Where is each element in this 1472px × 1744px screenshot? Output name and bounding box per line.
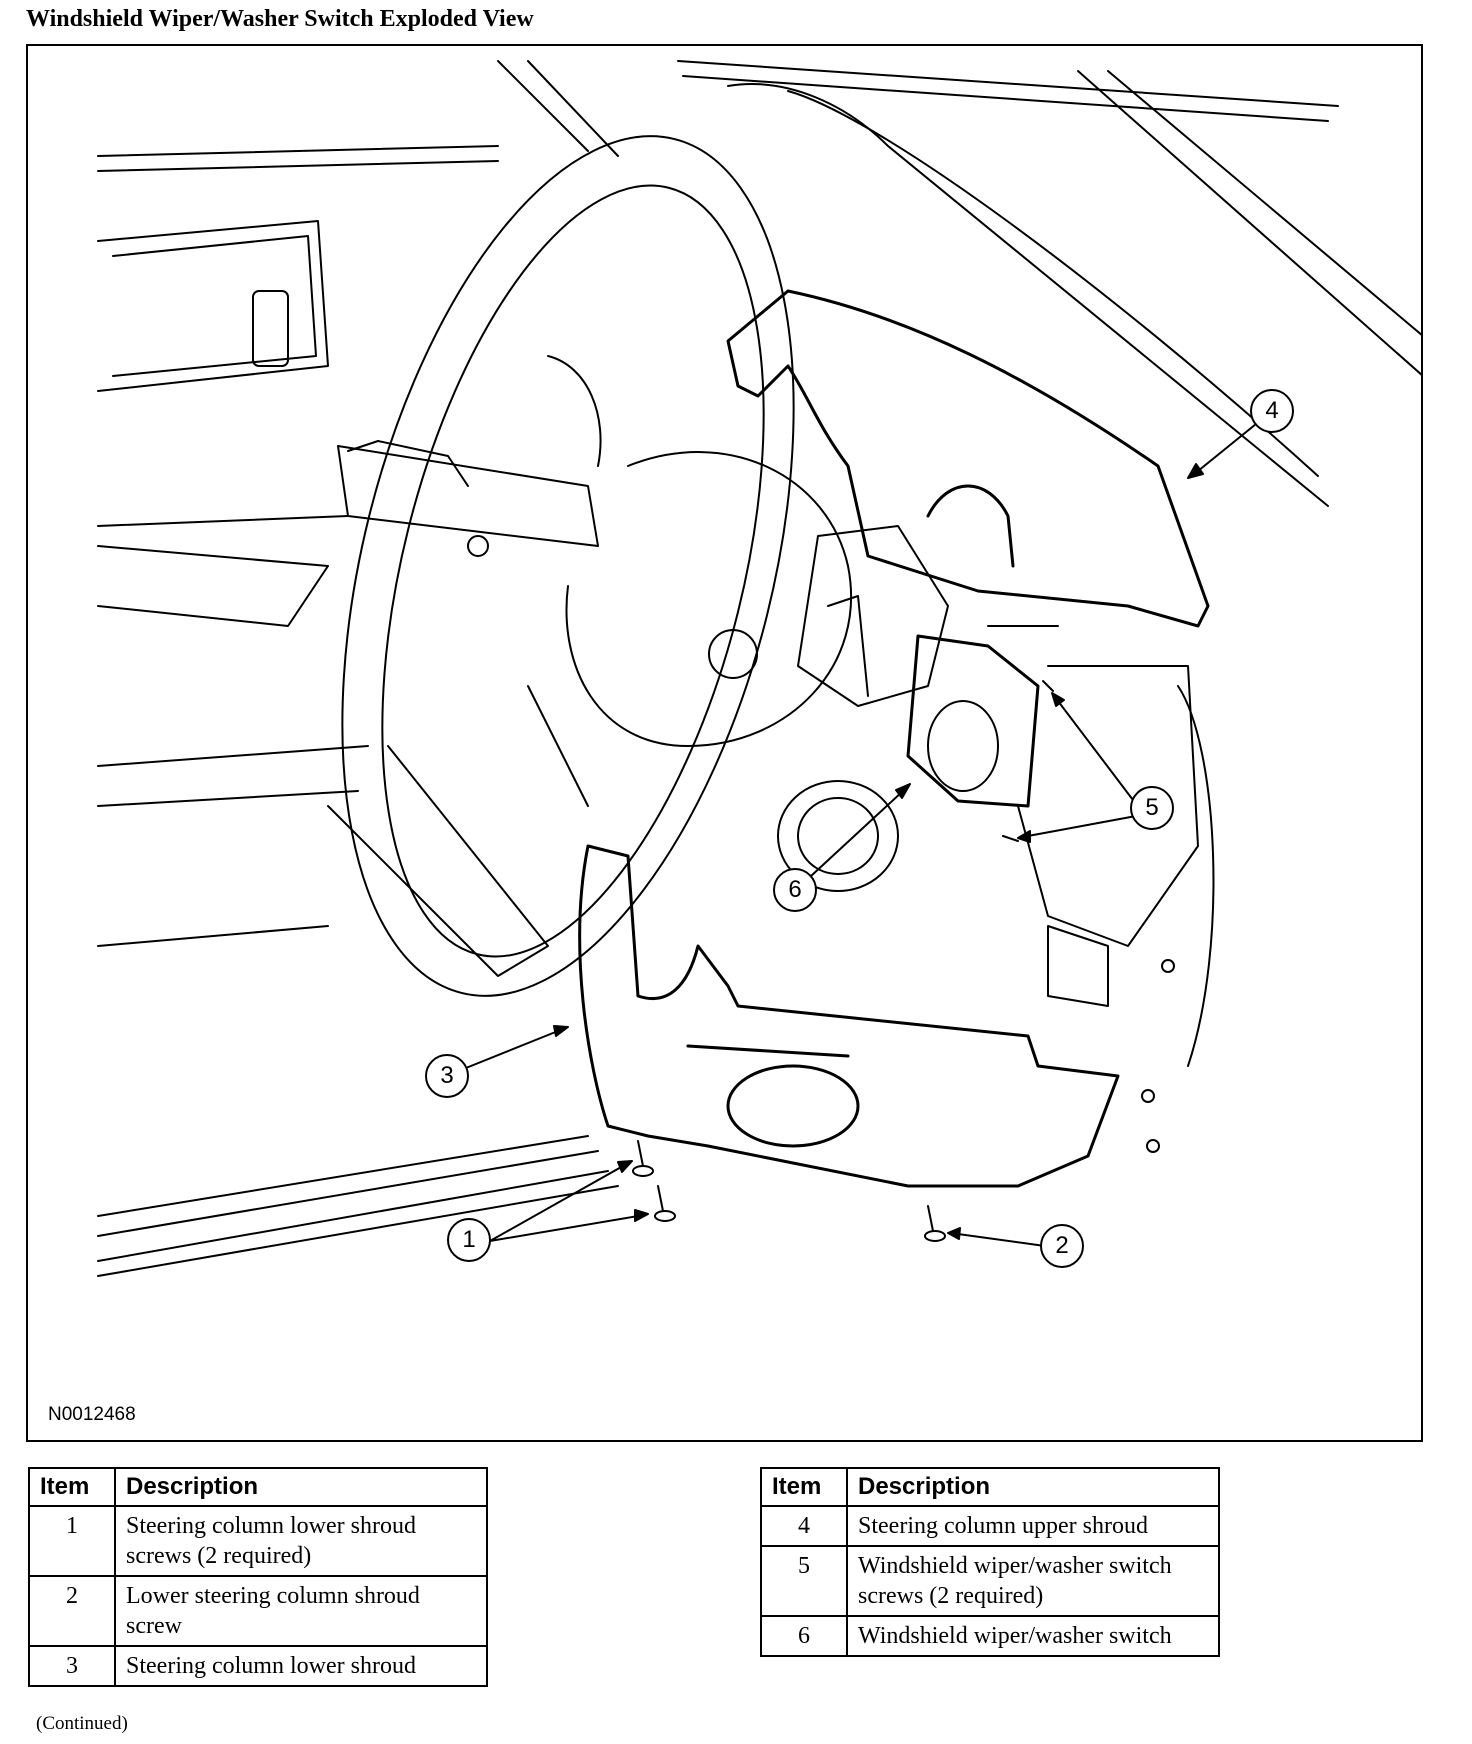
leader-lines xyxy=(445,423,1257,1247)
callout-5: 5 xyxy=(1130,786,1174,830)
item-description: Steering column lower shroud screws (2 r… xyxy=(114,1505,488,1577)
windshield-lines xyxy=(497,60,1421,507)
item-number: 6 xyxy=(760,1615,848,1657)
item-description: Steering column upper shroud xyxy=(846,1505,1220,1547)
table-row: 4 Steering column upper shroud xyxy=(760,1505,1220,1547)
callout-4: 4 xyxy=(1250,389,1294,433)
item-number: 3 xyxy=(28,1645,116,1687)
upper-shroud xyxy=(726,289,1210,628)
item-description: Windshield wiper/washer switch xyxy=(846,1615,1220,1657)
item-description: Windshield wiper/washer switch screws (2… xyxy=(846,1545,1220,1617)
steering-column-parts xyxy=(777,525,1215,1067)
column-header-item: Item xyxy=(760,1467,848,1507)
exploded-view-figure: 1 2 3 4 5 6 N0012468 xyxy=(26,44,1423,1442)
legend-table-right: Item Description 4 Steering column upper… xyxy=(760,1467,1220,1657)
item-number: 2 xyxy=(28,1575,116,1647)
page-title: Windshield Wiper/Washer Switch Exploded … xyxy=(26,6,534,32)
item-number: 4 xyxy=(760,1505,848,1547)
table-row: 3 Steering column lower shroud xyxy=(28,1645,488,1687)
table-row: 5 Windshield wiper/washer switch screws … xyxy=(760,1545,1220,1617)
column-header-item: Item xyxy=(28,1467,116,1507)
steering-wheel xyxy=(327,135,853,997)
callout-3: 3 xyxy=(425,1054,469,1098)
line-drawing xyxy=(97,60,1421,1277)
lower-shroud xyxy=(578,844,1120,1188)
callout-1: 1 xyxy=(447,1218,491,1262)
item-number: 1 xyxy=(28,1505,116,1577)
table-row: 2 Lower steering column shroud screw xyxy=(28,1575,488,1647)
column-header-description: Description xyxy=(846,1467,1220,1507)
continued-note: (Continued) xyxy=(36,1713,128,1734)
item-description: Lower steering column shroud screw xyxy=(114,1575,488,1647)
screws xyxy=(632,680,1175,1242)
door-panel-lines xyxy=(97,145,619,1277)
legend-table-left: Item Description 1 Steering column lower… xyxy=(28,1467,488,1687)
table-row: 1 Steering column lower shroud screws (2… xyxy=(28,1505,488,1577)
callout-6: 6 xyxy=(773,868,817,912)
table-row: 6 Windshield wiper/washer switch xyxy=(760,1615,1220,1657)
item-number: 5 xyxy=(760,1545,848,1617)
callout-2: 2 xyxy=(1040,1224,1084,1268)
figure-id: N0012468 xyxy=(48,1404,136,1425)
column-header-description: Description xyxy=(114,1467,488,1507)
item-description: Steering column lower shroud xyxy=(114,1645,488,1687)
